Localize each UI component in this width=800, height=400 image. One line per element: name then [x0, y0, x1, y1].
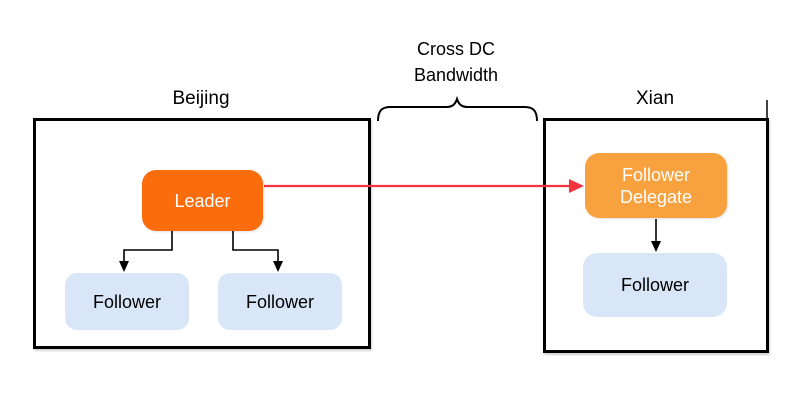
annotation-line-2: Bandwidth — [413, 65, 499, 85]
leader-node: Leader — [142, 170, 263, 231]
beijing-follower-right-node: Follower — [218, 273, 342, 330]
xian-region-label: Xian — [635, 88, 675, 109]
beijing-datacenter-box — [33, 118, 371, 349]
cross-dc-bandwidth-annotation: Cross DC Bandwidth — [386, 36, 526, 88]
follower-delegate-node: Follower Delegate — [585, 153, 727, 218]
xian-datacenter-box — [543, 118, 769, 353]
beijing-follower-left-node: Follower — [65, 273, 189, 330]
annotation-line-1: Cross DC — [416, 39, 495, 59]
cross-dc-brace-icon — [377, 95, 538, 122]
beijing-region-label: Beijing — [172, 88, 230, 109]
xian-follower-node: Follower — [583, 253, 727, 317]
